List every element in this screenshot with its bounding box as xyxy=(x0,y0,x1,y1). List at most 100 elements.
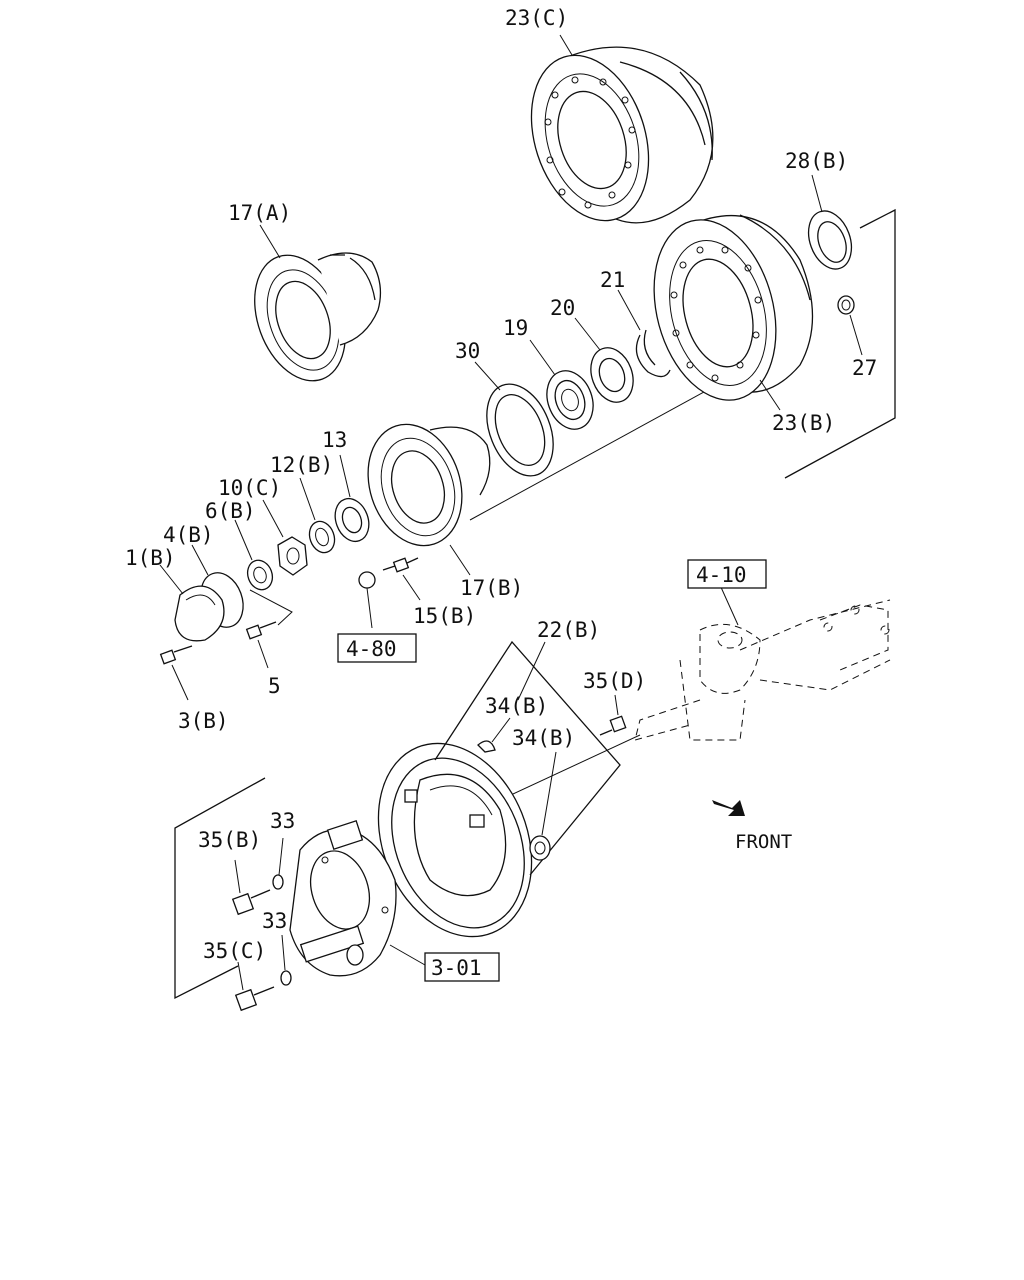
leader-35d xyxy=(614,694,619,716)
bracket-right xyxy=(784,208,896,479)
leader-23c xyxy=(559,34,573,56)
nut-27 xyxy=(837,295,855,315)
plug-34b-lower xyxy=(529,835,551,861)
leader-35b xyxy=(234,859,241,894)
leader-33-lower xyxy=(281,934,286,971)
label-6b: 6(B) xyxy=(205,499,256,523)
leader-19 xyxy=(529,339,556,376)
leader-5 xyxy=(257,639,269,669)
ref-box-4-10[interactable] xyxy=(687,559,767,589)
label-33-upper: 33 xyxy=(270,809,295,833)
ref-label-3-01[interactable]: 3-01 xyxy=(431,956,482,980)
bearing-13 xyxy=(334,497,370,543)
bolt-35b xyxy=(231,889,271,916)
leader-4-10 xyxy=(719,584,739,626)
label-33-lower: 33 xyxy=(262,909,287,933)
leader-6b xyxy=(234,519,253,561)
ref-box-3-01[interactable] xyxy=(424,952,500,982)
label-17a: 17(A) xyxy=(228,201,291,225)
leader-21 xyxy=(617,289,641,331)
label-23c: 23(C) xyxy=(505,6,568,30)
leader-20 xyxy=(574,317,601,351)
label-23b: 23(B) xyxy=(772,411,835,435)
bearing-20 xyxy=(590,347,634,403)
label-21: 21 xyxy=(600,268,625,292)
label-35c: 35(C) xyxy=(203,939,266,963)
hub-cap-1b xyxy=(174,585,225,642)
bracket-5 xyxy=(249,589,293,626)
seal-12b xyxy=(308,520,336,554)
label-34b-upper: 34(B) xyxy=(485,694,548,718)
label-27: 27 xyxy=(852,356,877,380)
leader-34b-upper xyxy=(491,717,511,743)
leader-28b xyxy=(811,174,823,213)
nut-4-80 xyxy=(358,571,376,589)
label-13: 13 xyxy=(322,428,347,452)
leader-15b xyxy=(402,574,421,601)
front-axle-4-10 xyxy=(634,599,891,741)
ref-box-4-80[interactable] xyxy=(337,633,417,663)
leader-4b xyxy=(191,544,209,576)
label-12b: 12(B) xyxy=(270,453,333,477)
tone-ring-30 xyxy=(486,383,554,477)
leader-33-upper xyxy=(278,837,284,876)
label-5: 5 xyxy=(268,674,281,698)
label-15b: 15(B) xyxy=(413,604,476,628)
bolt-35c xyxy=(234,986,275,1012)
clip-34b-upper xyxy=(477,740,496,753)
label-4b: 4(B) xyxy=(163,523,214,547)
label-22b: 22(B) xyxy=(537,618,600,642)
snap-ring-21 xyxy=(635,329,671,378)
hub-nut-10c xyxy=(277,536,308,576)
front-arrow-icon xyxy=(712,800,745,816)
front-label: FRONT xyxy=(735,831,792,853)
hub-axis-line xyxy=(469,374,736,521)
leader-27 xyxy=(849,314,863,356)
bracket-22b xyxy=(434,640,621,876)
leader-3-01 xyxy=(389,944,426,966)
leader-30 xyxy=(474,361,501,391)
label-34b-lower: 34(B) xyxy=(512,726,575,750)
leader-12b xyxy=(299,477,316,521)
leader-4-80 xyxy=(366,587,373,629)
ref-label-4-10[interactable]: 4-10 xyxy=(696,563,747,587)
label-20: 20 xyxy=(550,296,575,320)
axle-axis-line xyxy=(499,734,641,801)
ref-label-4-80[interactable]: 4-80 xyxy=(346,637,397,661)
leader-17b xyxy=(449,544,471,576)
label-3b: 3(B) xyxy=(178,709,229,733)
brake-drum-23c xyxy=(530,46,714,224)
leader-22b xyxy=(517,641,546,701)
oil-seal-28b xyxy=(807,210,853,270)
label-28b: 28(B) xyxy=(785,149,848,173)
bracket-left xyxy=(174,777,266,1000)
label-30: 30 xyxy=(455,339,480,363)
leader-10c xyxy=(262,499,284,538)
leader-1b xyxy=(159,564,184,595)
wheel-hub-17a xyxy=(254,252,382,382)
bolt-5 xyxy=(245,621,277,640)
leader-34b-lower xyxy=(541,751,557,836)
label-19: 19 xyxy=(503,316,528,340)
leader-35c xyxy=(237,961,244,991)
wheel-hub-17b xyxy=(367,423,491,547)
leader-13 xyxy=(339,454,351,498)
bolt-3b xyxy=(159,645,193,665)
leader-3b xyxy=(171,664,189,701)
label-35b: 35(B) xyxy=(198,828,261,852)
brake-drum-23b xyxy=(653,214,814,401)
label-1b: 1(B) xyxy=(125,546,176,570)
washer-33-lower xyxy=(280,970,292,986)
leader-23b xyxy=(759,379,781,411)
label-10c: 10(C) xyxy=(218,476,281,500)
bearing-19 xyxy=(546,370,594,430)
label-35d: 35(D) xyxy=(583,669,646,693)
leader-17a xyxy=(259,224,281,259)
washer-33-upper xyxy=(272,874,284,890)
label-17b: 17(B) xyxy=(460,576,523,600)
adapter-plate-3-01 xyxy=(289,820,397,977)
stud-15b xyxy=(382,557,419,573)
washer-6b xyxy=(246,559,274,591)
bolt-35d xyxy=(599,715,627,736)
